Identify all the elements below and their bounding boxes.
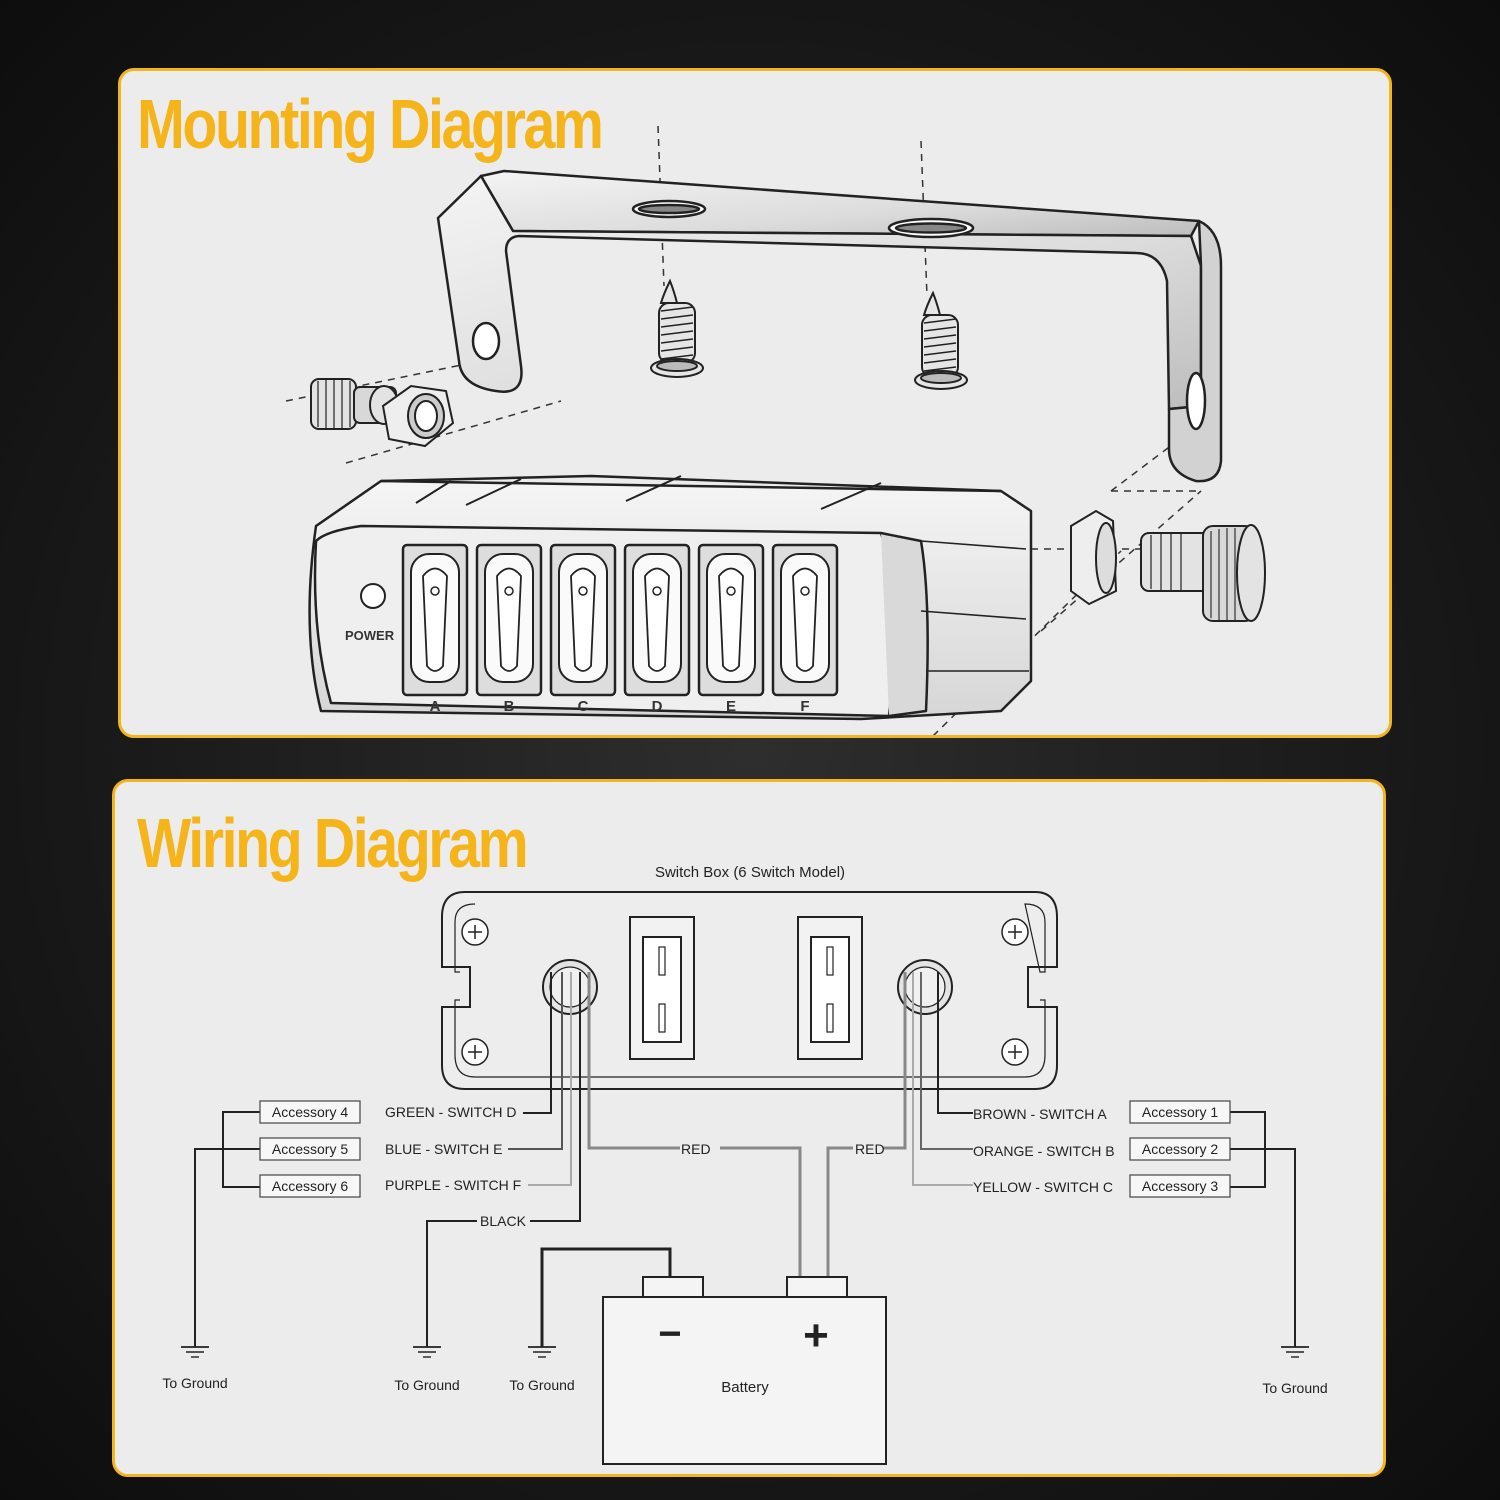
switch-letter: F — [800, 698, 809, 715]
accessory-label: Accessory 4 — [272, 1104, 348, 1120]
rocker-switch — [549, 543, 617, 697]
right-accessories: Accessory 1 Accessory 2 Accessory 3 — [1129, 1100, 1231, 1198]
ground-symbols: To Ground To Ground To Ground To Ground — [162, 1346, 1328, 1396]
battery-icon — [602, 1276, 887, 1465]
battery-negative: − — [658, 1312, 681, 1356]
rocker-switch — [623, 543, 691, 697]
ground-label: To Ground — [509, 1377, 574, 1393]
accessory-box: Accessory 2 — [1129, 1137, 1231, 1161]
rocker-switch — [475, 543, 543, 697]
switch-letter: B — [504, 698, 515, 715]
accessory-label: Accessory 2 — [1142, 1141, 1218, 1157]
wire-label-red-right: RED — [855, 1141, 885, 1157]
switch-letter: C — [578, 698, 589, 715]
accessory-label: Accessory 5 — [272, 1141, 348, 1157]
switch-box-plate — [441, 891, 1058, 1090]
accessory-label: Accessory 6 — [272, 1178, 348, 1194]
wiring-diagram: Switch Box (6 Switch Model) — [162, 864, 1328, 1465]
switch-letter: E — [726, 698, 736, 715]
ground-label: To Ground — [394, 1377, 459, 1393]
screw-icon — [914, 290, 968, 390]
switch-letter: D — [652, 698, 663, 715]
screw-head-icon — [461, 918, 1029, 1066]
accessory-box: Accessory 4 — [259, 1100, 361, 1124]
ground-icon — [413, 1346, 441, 1358]
switch-letters: A B C D E F — [430, 698, 810, 715]
rocker-switch — [401, 543, 469, 697]
hex-nut-icon — [381, 384, 455, 448]
accessory-box: Accessory 6 — [259, 1174, 361, 1198]
mounting-bracket — [436, 169, 1223, 483]
ground-label: To Ground — [1262, 1380, 1327, 1396]
ground-icon — [528, 1346, 556, 1358]
wiring-panel: Wiring Diagram Switch Box (6 Switch Mode… — [112, 779, 1386, 1477]
wire-label-purple: PURPLE - SWITCH F — [385, 1177, 521, 1193]
mounting-illustration: POWER A B C D E F — [285, 125, 1266, 735]
ground-label: To Ground — [162, 1375, 227, 1391]
hex-nut-icon — [1070, 509, 1118, 606]
left-accessories: Accessory 4 Accessory 5 Accessory 6 — [259, 1100, 361, 1198]
rocker-switch — [771, 543, 839, 697]
rocker-switch — [697, 543, 765, 697]
fuse-icon — [629, 916, 863, 1060]
wire-label-orange: ORANGE - SWITCH B — [973, 1143, 1115, 1159]
accessory-box: Accessory 3 — [1129, 1174, 1231, 1198]
power-label: POWER — [345, 628, 395, 643]
accessory-label: Accessory 1 — [1142, 1104, 1218, 1120]
thumb-knob-icon — [1140, 524, 1266, 622]
wire-label-green: GREEN - SWITCH D — [385, 1104, 516, 1120]
wire-label-black: BLACK — [480, 1213, 527, 1229]
accessory-label: Accessory 3 — [1142, 1178, 1218, 1194]
wire-label-brown: BROWN - SWITCH A — [973, 1106, 1107, 1122]
wiring-title: Wiring Diagram — [137, 804, 529, 882]
ground-icon — [181, 1346, 209, 1358]
accessory-box: Accessory 1 — [1129, 1100, 1231, 1124]
mounting-panel: Mounting Diagram — [118, 68, 1392, 738]
rocker-switches — [401, 543, 839, 697]
accessory-box: Accessory 5 — [259, 1137, 361, 1161]
wire-label-red-left: RED — [681, 1141, 711, 1157]
battery-positive: + — [803, 1311, 829, 1360]
screw-icon — [650, 278, 704, 378]
switch-box-title: Switch Box (6 Switch Model) — [655, 864, 845, 881]
mounting-title: Mounting Diagram — [137, 85, 604, 163]
ground-icon — [1281, 1346, 1309, 1358]
wire-label-yellow: YELLOW - SWITCH C — [973, 1179, 1113, 1195]
switch-letter: A — [430, 698, 441, 715]
wire-label-blue: BLUE - SWITCH E — [385, 1141, 502, 1157]
battery-label: Battery — [721, 1379, 769, 1396]
